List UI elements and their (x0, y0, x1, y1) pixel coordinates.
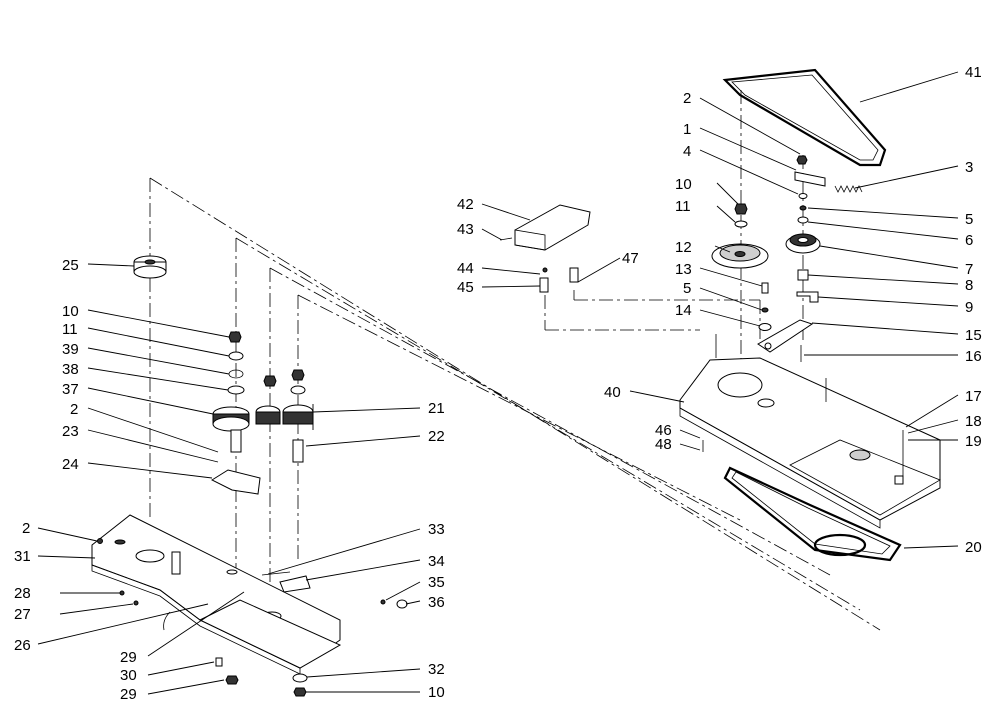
callout-24: 24 (62, 456, 79, 473)
plate-30 (198, 599, 342, 669)
bracket-9 (796, 291, 819, 303)
callout-29: 29 (120, 649, 137, 666)
callout-19: 19 (965, 433, 982, 450)
callout-11-left: 11 (62, 321, 78, 338)
callout-34: 34 (428, 553, 445, 570)
guard-42 (514, 204, 591, 251)
callout-44: 44 (457, 260, 474, 277)
callout-28: 28 (14, 585, 31, 602)
callout-31: 31 (14, 548, 31, 565)
callout-15: 15 (965, 327, 982, 344)
callout-36: 36 (428, 594, 445, 611)
callout-32: 32 (428, 661, 445, 678)
left-stack-2 (255, 375, 281, 425)
callout-10-lower: 10 (428, 684, 445, 701)
washer-11-right (734, 220, 748, 228)
callout-12: 12 (675, 239, 692, 256)
callout-2: 2 (683, 90, 691, 107)
callout-40: 40 (604, 384, 621, 401)
callout-6: 6 (965, 232, 973, 249)
callout-38: 38 (62, 361, 79, 378)
callout-42: 42 (457, 196, 474, 213)
callout-18: 18 (965, 413, 982, 430)
washers-right (797, 193, 809, 224)
pulley-25 (133, 255, 167, 279)
plate-24 (210, 469, 261, 495)
nut-2-right (796, 155, 808, 165)
left-stack-1 (212, 331, 250, 453)
callout-10-left: 10 (62, 303, 79, 320)
callout-2-base: 2 (22, 520, 30, 537)
belt-20 (723, 466, 902, 562)
washer-5-lower (761, 307, 769, 313)
callout-47: 47 (622, 250, 639, 267)
callout-13: 13 (675, 261, 692, 278)
callout-43: 43 (457, 221, 474, 238)
nut-10-right (734, 203, 748, 215)
callout-5-lower: 5 (683, 280, 691, 297)
callout-23: 23 (62, 423, 79, 440)
gear-21 (282, 369, 314, 463)
pulley-7 (785, 233, 821, 254)
callouts-right: 41 2 1 4 3 10 5 11 6 12 7 13 8 5 9 14 15… (457, 64, 982, 556)
callout-46: 46 (655, 422, 672, 439)
callout-14: 14 (675, 302, 692, 319)
callout-16: 16 (965, 348, 982, 365)
callout-35: 35 (428, 574, 445, 591)
callout-29-lower: 29 (120, 686, 137, 703)
pulley-12 (711, 243, 769, 269)
small-parts-left (97, 538, 408, 697)
callout-1: 1 (683, 121, 691, 138)
callout-20: 20 (965, 539, 982, 556)
belt-cover-40 (679, 357, 941, 529)
centerlines (149, 90, 881, 631)
idler-bracket-15 (757, 319, 814, 353)
leader-lines (37, 71, 959, 695)
callout-25: 25 (62, 257, 79, 274)
callout-8: 8 (965, 277, 973, 294)
callout-10: 10 (675, 176, 692, 193)
callout-26: 26 (14, 637, 31, 654)
callout-27: 27 (14, 606, 31, 623)
callout-30: 30 (120, 667, 137, 684)
spacer-8 (797, 269, 809, 281)
callout-11: 11 (675, 198, 691, 215)
callout-22: 22 (428, 428, 445, 445)
fasteners-43-47 (499, 237, 579, 293)
callout-7: 7 (965, 261, 973, 278)
callout-9: 9 (965, 299, 973, 316)
callout-17: 17 (965, 388, 982, 405)
idler-arm-1 (794, 171, 826, 187)
bolts-cover (702, 334, 904, 478)
bolt-13 (761, 282, 769, 294)
belt-41 (722, 68, 887, 167)
spring-3 (834, 185, 863, 193)
callout-5: 5 (965, 211, 973, 228)
callouts-left: 25 10 11 39 38 37 2 21 23 22 24 2 31 33 … (14, 257, 445, 703)
callout-48: 48 (655, 436, 672, 453)
callout-33: 33 (428, 521, 445, 538)
callout-2-left: 2 (70, 401, 78, 418)
callout-3: 3 (965, 159, 973, 176)
callout-41: 41 (965, 64, 982, 81)
callout-4: 4 (683, 143, 691, 160)
callout-45: 45 (457, 279, 474, 296)
washer-14 (758, 323, 772, 331)
callout-21: 21 (428, 400, 445, 417)
callout-39: 39 (62, 341, 79, 358)
callout-37: 37 (62, 381, 79, 398)
